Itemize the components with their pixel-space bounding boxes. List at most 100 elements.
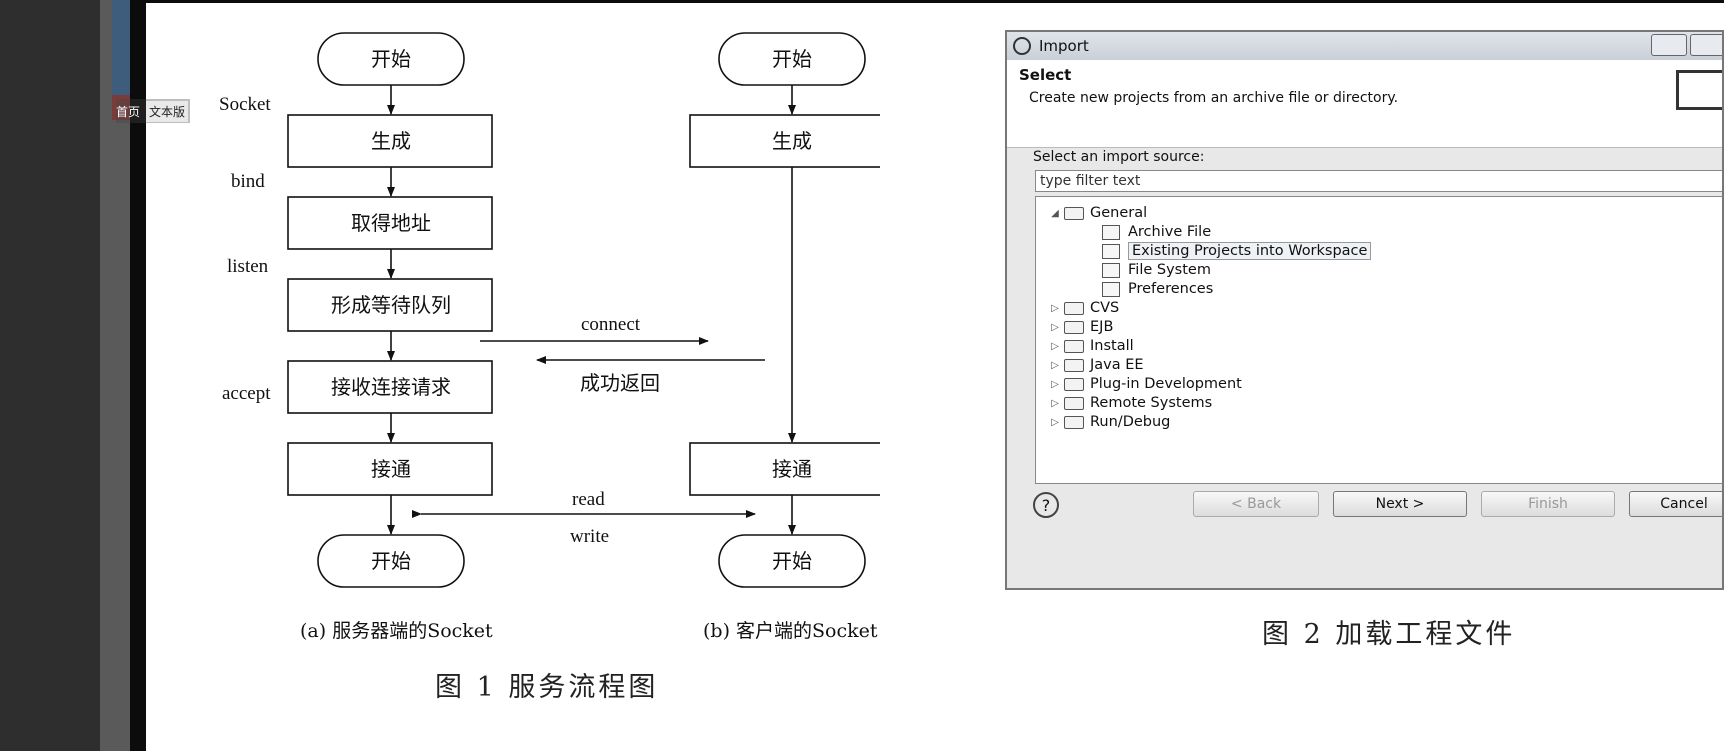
archive-icon <box>1102 224 1120 240</box>
tree-item-run-debug[interactable]: ▷ Run/Debug <box>1048 412 1170 432</box>
tree-item-label: Archive File <box>1128 224 1212 240</box>
tree-item-archive-file[interactable]: Archive File <box>1102 222 1211 242</box>
tree-item-cvs[interactable]: ▷ CVS <box>1048 298 1119 318</box>
figure1-title: 图 1 服务流程图 <box>435 672 658 703</box>
minimize-icon[interactable] <box>1651 34 1687 56</box>
tree-item-remote-systems[interactable]: ▷ Remote Systems <box>1048 393 1212 413</box>
next-button[interactable]: Next > <box>1333 491 1467 517</box>
collapsed-triangle-icon[interactable]: ▷ <box>1051 302 1059 314</box>
expanded-triangle-icon[interactable]: ◢ <box>1051 207 1059 219</box>
server-connected-node <box>287 442 493 496</box>
collapsed-triangle-icon[interactable]: ▷ <box>1051 416 1059 428</box>
server-accept-node <box>287 360 493 414</box>
server-accept-label: 接收连接请求 <box>331 375 451 399</box>
tree-item-label: General <box>1090 205 1148 221</box>
wizard-header-description: Create new projects from an archive file… <box>1029 90 1399 106</box>
tree-item-existing-projects[interactable]: Existing Projects into Workspace <box>1102 241 1372 261</box>
tree-item-install[interactable]: ▷ Install <box>1048 336 1134 356</box>
server-address-label: 取得地址 <box>351 211 431 235</box>
collapsed-triangle-icon[interactable]: ▷ <box>1051 321 1059 333</box>
tree-item-general[interactable]: ◢ General <box>1048 203 1147 223</box>
folder-icon <box>1064 301 1084 315</box>
client-connected-label: 接通 <box>772 457 812 481</box>
socket-flowchart: 开始 生成 取得地址 形成等待队列 接收连接请求 接通 开始 开始 生成 接通 … <box>219 32 880 703</box>
import-wizard-icon <box>1676 70 1722 110</box>
connect-label: connect <box>581 314 641 335</box>
wizard-header: Select Create new projects from an archi… <box>1007 60 1722 148</box>
server-start-label: 开始 <box>371 47 411 71</box>
viewer-nav-overlay: 首页 文本版 <box>116 99 190 123</box>
client-create-label: 生成 <box>772 129 812 153</box>
viewer-side-panel <box>100 0 130 751</box>
import-source-label: Select an import source: <box>1033 149 1205 165</box>
folder-icon <box>1064 358 1084 372</box>
back-button[interactable]: < Back <box>1193 491 1319 517</box>
server-connected-label: 接通 <box>371 457 411 481</box>
caption-a: (a) 服务器端的Socket <box>300 620 493 642</box>
wizard-header-title: Select <box>1019 66 1072 84</box>
tree-item-label: Plug-in Development <box>1090 376 1242 392</box>
collapsed-triangle-icon[interactable]: ▷ <box>1051 378 1059 390</box>
server-end-node <box>317 534 465 588</box>
collapsed-triangle-icon[interactable]: ▷ <box>1051 397 1059 409</box>
tree-item-label: Java EE <box>1090 357 1144 373</box>
tree-item-java-ee[interactable]: ▷ Java EE <box>1048 355 1144 375</box>
accept-label: accept <box>222 383 271 404</box>
import-dialog: Import Select Create new projects from a… <box>1005 30 1724 590</box>
nav-text-version-link[interactable]: 文本版 <box>146 100 189 122</box>
success-return-label: 成功返回 <box>580 371 660 395</box>
read-label: read <box>572 489 605 510</box>
folder-icon <box>1064 396 1084 410</box>
viewer-left-strip <box>0 0 100 751</box>
server-create-label: 生成 <box>371 129 411 153</box>
folder-icon <box>1064 415 1084 429</box>
tree-item-label: File System <box>1128 262 1211 278</box>
folder-icon <box>1102 262 1120 278</box>
folder-icon <box>1064 339 1084 353</box>
tree-item-label: Run/Debug <box>1090 414 1171 430</box>
server-queue-node <box>287 278 493 332</box>
write-label: write <box>570 526 609 547</box>
help-icon[interactable]: ? <box>1033 492 1059 518</box>
server-address-node <box>287 196 493 250</box>
import-source-tree: ◢ General Archive File Existing Projects… <box>1035 196 1722 484</box>
nav-home-link[interactable]: 首页 <box>116 104 141 119</box>
window-controls <box>1651 34 1722 56</box>
eclipse-icon <box>1013 37 1031 55</box>
client-start-label: 开始 <box>772 47 812 71</box>
tree-item-file-system[interactable]: File System <box>1102 260 1211 280</box>
finish-button[interactable]: Finish <box>1481 491 1615 517</box>
folder-open-icon <box>1064 206 1084 220</box>
dialog-titlebar: Import <box>1007 32 1722 60</box>
filter-input[interactable]: type filter text <box>1035 170 1722 192</box>
tree-item-label: Remote Systems <box>1090 395 1213 411</box>
project-icon <box>1102 243 1120 259</box>
tree-item-label: Existing Projects into Workspace <box>1128 242 1372 260</box>
folder-icon <box>1064 320 1084 334</box>
server-queue-label: 形成等待队列 <box>331 293 451 317</box>
tree-item-label: CVS <box>1090 300 1120 316</box>
page-top-border <box>130 0 1724 3</box>
listen-label: listen <box>227 256 269 277</box>
tree-item-label: Preferences <box>1128 281 1214 297</box>
socket-label: Socket <box>219 94 271 115</box>
collapsed-triangle-icon[interactable]: ▷ <box>1051 359 1059 371</box>
tree-item-preferences[interactable]: Preferences <box>1102 279 1213 299</box>
dialog-title: Import <box>1039 37 1089 55</box>
tree-item-label: EJB <box>1090 319 1114 335</box>
server-create-node <box>287 114 493 168</box>
caption-b: (b) 客户端的Socket <box>703 620 878 642</box>
cancel-button[interactable]: Cancel <box>1629 491 1722 517</box>
server-end-label: 开始 <box>371 549 411 573</box>
maximize-icon[interactable] <box>1690 34 1722 56</box>
figure2-title: 图 2 加载工程文件 <box>1262 619 1516 650</box>
collapsed-triangle-icon[interactable]: ▷ <box>1051 340 1059 352</box>
tree-item-ejb[interactable]: ▷ EJB <box>1048 317 1113 337</box>
folder-icon <box>1064 377 1084 391</box>
client-end-node <box>718 534 866 588</box>
client-end-label: 开始 <box>772 549 812 573</box>
bind-label: bind <box>231 171 265 192</box>
tree-item-label: Install <box>1090 338 1134 354</box>
preferences-icon <box>1102 281 1120 297</box>
tree-item-plugin-development[interactable]: ▷ Plug-in Development <box>1048 374 1242 394</box>
